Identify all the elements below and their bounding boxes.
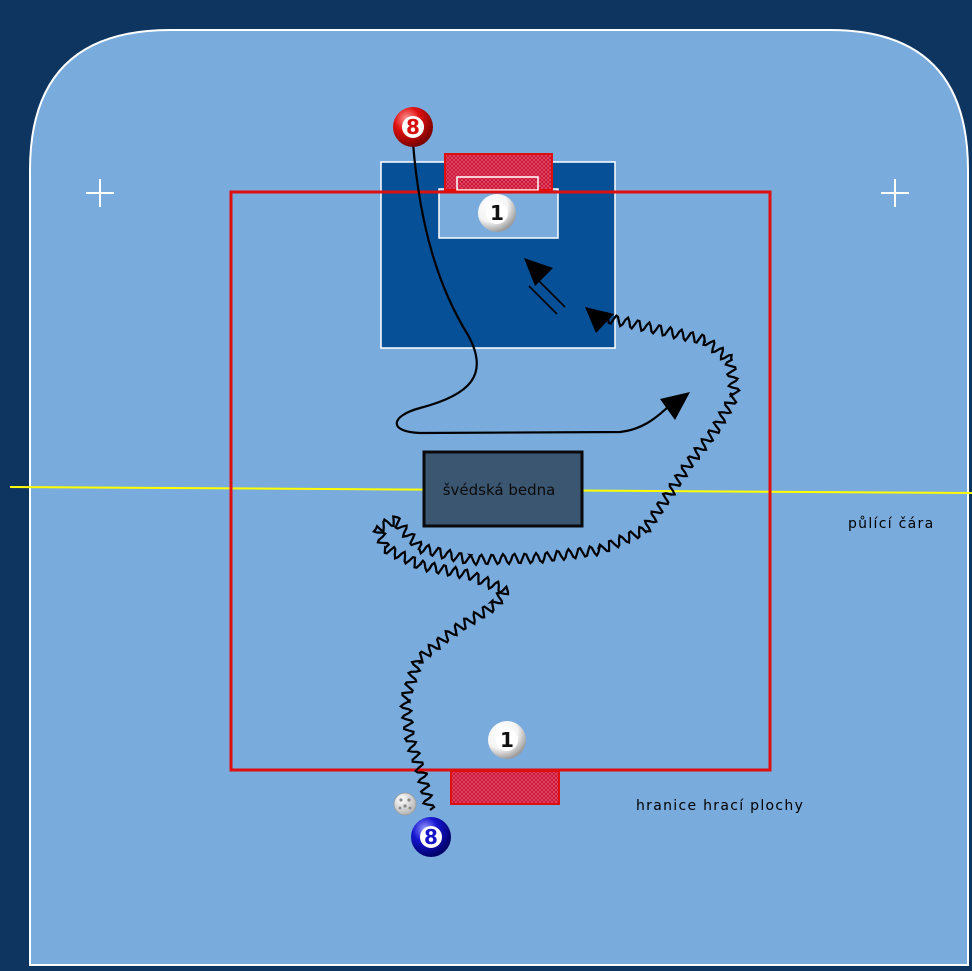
svg-text:1: 1: [490, 201, 504, 225]
player-white-1-bottom[interactable]: 1: [488, 721, 526, 759]
dribble-path-blue: [372, 311, 741, 811]
arrow-head-dribble: [585, 307, 614, 333]
player-red-8[interactable]: 8: [393, 107, 433, 147]
svg-text:8: 8: [424, 825, 438, 849]
player-white-1-top[interactable]: 1: [478, 194, 516, 232]
floorball-ball[interactable]: [393, 792, 417, 816]
player-blue-8[interactable]: 8: [411, 817, 451, 857]
svg-text:1: 1: [500, 728, 514, 752]
goal-top: [444, 153, 553, 191]
swedish-box-label: švédská bedna: [443, 481, 556, 499]
pass-arrow: [524, 258, 566, 315]
run-path-red: [395, 142, 673, 435]
center-line-label: půlící čára: [848, 516, 935, 532]
corner-cross-left: [86, 179, 114, 207]
corner-cross-right: [881, 179, 909, 207]
boundary-label: hranice hrací plochy: [636, 798, 804, 814]
swedish-box: švédská bedna: [422, 450, 584, 528]
svg-text:8: 8: [406, 115, 420, 139]
arrow-head-run: [660, 392, 690, 420]
goal-bottom: [450, 770, 560, 805]
